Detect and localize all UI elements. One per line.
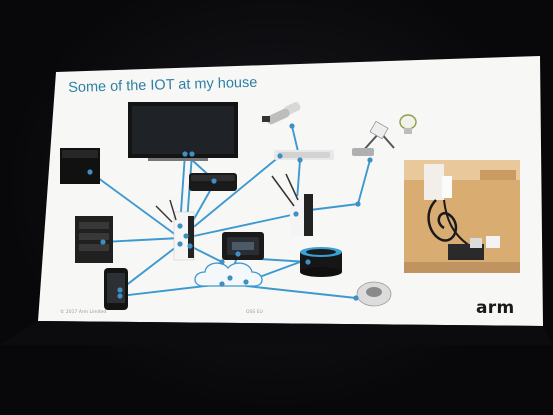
arm-logo: arm	[476, 298, 515, 318]
footer-copyright: © 2017 Arm Limited	[60, 310, 107, 315]
robot-vacuum-icon	[356, 281, 392, 307]
smartphone-icon	[104, 268, 128, 310]
smart-speaker-icon	[300, 247, 342, 277]
game-console-icon	[60, 148, 100, 184]
access-point-icon	[271, 173, 313, 236]
television-icon	[128, 102, 238, 161]
nas-server-icon	[75, 216, 113, 263]
footer-event: OSS EU	[246, 310, 263, 315]
inset-photo	[404, 160, 520, 273]
thermostat-icon	[222, 232, 264, 260]
link-nodes	[87, 123, 373, 301]
desk-lamp-icon	[352, 120, 395, 156]
screen-bottom-shadow	[0, 321, 553, 345]
camera-hub-icon	[274, 150, 334, 160]
security-camera-icon	[262, 101, 301, 125]
smart-bulb-icon	[399, 114, 417, 134]
